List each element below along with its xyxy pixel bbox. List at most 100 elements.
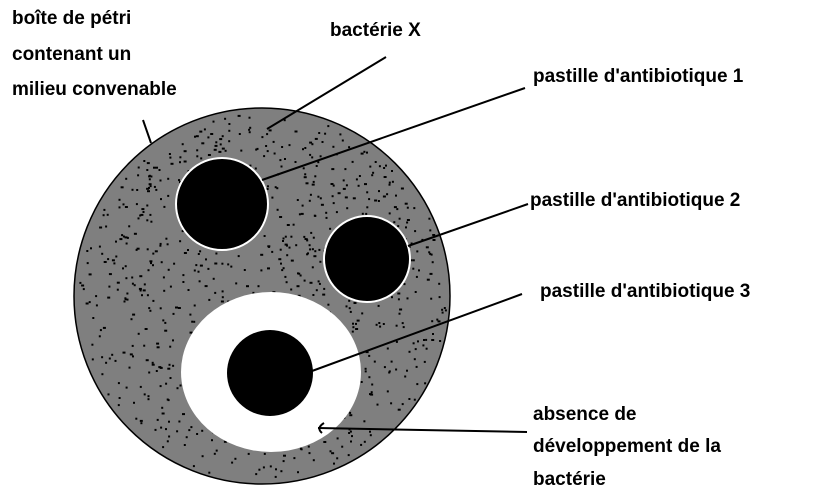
bacteria-speckle [194,136,196,138]
bacteria-speckle [101,356,103,358]
bacteria-speckle [168,421,170,423]
bacteria-speckle [220,143,222,145]
bacteria-speckle [348,146,350,148]
bacteria-speckle [235,282,237,284]
bacteria-speckle [208,154,211,156]
bacteria-speckle [248,453,250,455]
bacteria-speckle [132,355,134,357]
bacteria-speckle [171,163,174,165]
bacteria-speckle [352,331,354,333]
bacteria-speckle [418,269,420,271]
bacteria-speckle [267,245,270,247]
bacteria-speckle [395,195,397,197]
bacteria-speckle [169,346,171,348]
bacteria-speckle [350,431,352,433]
bacteria-speckle [205,258,207,260]
bacteria-speckle [146,169,148,171]
bacteria-speckle [379,326,381,328]
label-petri-line-3: milieu convenable [12,79,177,100]
bacteria-speckle [333,202,335,204]
bacteria-speckle [291,260,294,262]
bacteria-speckle [138,167,140,169]
bacteria-speckle [304,176,307,178]
bacteria-speckle [325,212,327,214]
bacteria-speckle [126,293,128,295]
bacteria-speckle [310,232,312,234]
bacteria-speckle [248,129,250,131]
bacteria-speckle [399,313,401,315]
bacteria-speckle [431,254,433,256]
bacteria-speckle [324,133,326,135]
label-absence-line-1: absence de [533,404,637,425]
bacteria-speckle [430,298,432,300]
bacteria-speckle [129,367,131,369]
bacteria-speckle [403,326,405,328]
bacteria-speckle [270,465,272,467]
bacteria-speckle [144,283,146,285]
bacteria-speckle [167,178,169,180]
bacteria-speckle [356,178,358,180]
bacteria-speckle [228,140,230,142]
bacteria-speckle [79,282,81,284]
bacteria-speckle [182,281,184,283]
bacteria-speckle [198,271,200,273]
bacteria-speckle [182,413,185,415]
bacteria-speckle [276,187,278,189]
bacteria-speckle [140,422,142,424]
bacteria-speckle [369,431,371,433]
bacteria-speckle [346,305,348,307]
bacteria-speckle [208,472,210,474]
bacteria-speckle [275,476,277,478]
bacteria-speckle [105,362,107,364]
bacteria-speckle [92,317,94,319]
bacteria-speckle [131,318,133,320]
bacteria-speckle [186,436,188,438]
bacteria-speckle [90,247,92,249]
bacteria-speckle [390,402,392,404]
bacteria-speckle [277,209,279,211]
bacteria-speckle [310,194,312,196]
bacteria-speckle [290,236,292,238]
bacteria-speckle [115,241,117,243]
bacteria-speckle [147,190,150,192]
bacteria-speckle [444,307,446,309]
bacteria-speckle [167,195,169,197]
bacteria-speckle [384,176,387,178]
bacteria-speckle [214,149,217,151]
bacteria-speckle [89,273,92,275]
bacteria-speckle [415,291,417,293]
bacteria-speckle [349,412,351,414]
bacteria-speckle [348,454,350,456]
bacteria-speckle [269,129,272,131]
bacteria-speckle [100,329,102,331]
bacteria-speckle [279,159,281,161]
bacteria-speckle [369,393,372,395]
bacteria-speckle [333,463,335,465]
bacteria-speckle [118,382,120,384]
bacteria-speckle [355,328,358,330]
bacteria-speckle [320,197,322,199]
bacteria-speckle [188,289,190,291]
bacteria-speckle [314,215,316,217]
bacteria-speckle [313,237,315,239]
bacteria-speckle [157,346,160,348]
bacteria-speckle [184,161,187,163]
bacteria-speckle [414,230,416,232]
bacteria-speckle [312,294,314,296]
bacteria-speckle [103,209,105,211]
bacteria-speckle [182,143,184,145]
bacteria-speckle [387,390,389,392]
bacteria-speckle [143,289,146,291]
bacteria-speckle [304,147,306,149]
bacteria-speckle [295,161,297,163]
bacteria-speckle [179,161,181,163]
bacteria-speckle [146,359,149,361]
bacteria-speckle [207,136,209,138]
bacteria-speckle [126,243,128,245]
bacteria-speckle [366,152,368,154]
bacteria-speckle [273,141,275,143]
bacteria-speckle [96,304,98,306]
bacteria-speckle [194,270,196,272]
bacteria-speckle [307,252,309,254]
bacteria-speckle [391,296,393,298]
